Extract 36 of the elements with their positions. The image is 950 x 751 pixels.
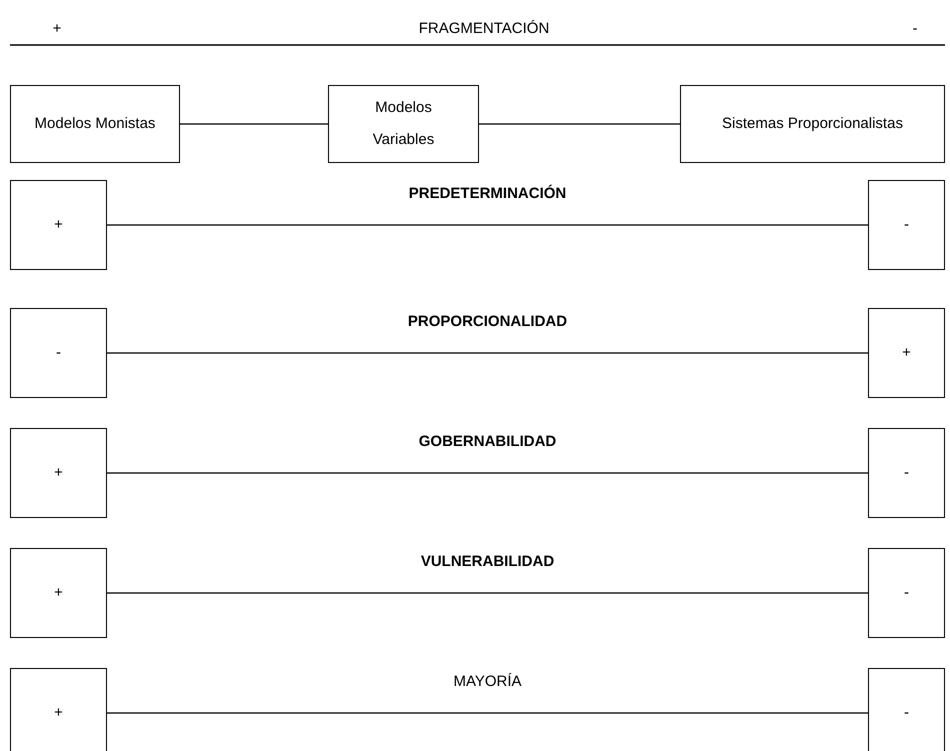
axis-label: + [52,19,62,39]
box-text: - [904,584,909,602]
box-text: Sistemas Proporcionalistas [722,114,903,134]
box-text: + [54,464,63,482]
connector-line [107,352,868,354]
text-box [10,428,107,518]
axis-label: - [912,19,918,39]
text-box [10,308,107,398]
box-text: Modelos Variables [372,98,436,150]
box-text: - [904,216,909,234]
text-box [680,85,945,163]
text-box [868,308,945,398]
text-box [868,548,945,638]
box-text: - [56,344,61,362]
text-box [10,85,180,163]
text-box [10,668,107,751]
box-text: + [54,584,63,602]
text-box [868,668,945,751]
connector-line [107,592,868,594]
box-text: + [54,704,63,722]
axis-label: FRAGMENTACIÓN [418,19,550,39]
box-text: Modelos Monistas [34,114,156,134]
text-box [328,85,479,163]
text-box [10,180,107,270]
box-text: + [54,216,63,234]
box-text: - [904,704,909,722]
text-box [10,548,107,638]
connector-line [107,712,868,714]
connector-line [479,123,680,125]
text-box [868,180,945,270]
box-text: + [902,344,911,362]
connector-line [180,123,328,125]
box-text: - [904,464,909,482]
connector-line [107,224,868,226]
connector-line [107,472,868,474]
text-box [868,428,945,518]
